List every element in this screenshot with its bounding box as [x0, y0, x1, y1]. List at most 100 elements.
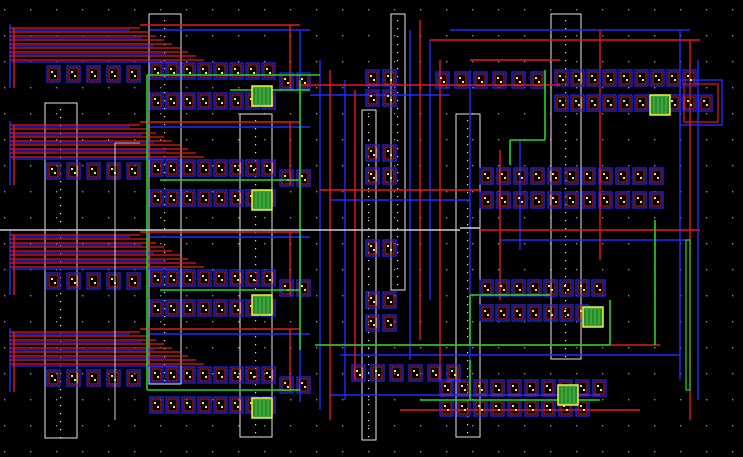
cell-contact — [189, 169, 191, 171]
well-dot — [164, 76, 166, 78]
cell-contact — [538, 201, 540, 203]
grid-dot — [290, 425, 292, 427]
cell-contact — [202, 165, 204, 167]
cell-metal1 — [570, 94, 585, 112]
cell-contact — [173, 169, 175, 171]
cell-contact — [237, 199, 239, 201]
grid-dot — [238, 243, 240, 245]
grid-dot — [628, 425, 630, 427]
grid-dot — [82, 321, 84, 323]
cell-contact — [373, 249, 375, 251]
cell-contact — [74, 172, 76, 174]
well-dot — [565, 36, 567, 38]
cell-metal1 — [213, 269, 228, 287]
cell-poly — [215, 64, 226, 78]
cell-poly — [458, 401, 469, 415]
cell-poly — [367, 91, 378, 105]
grid-dot — [108, 113, 110, 115]
grid-dot — [186, 321, 188, 323]
cell-contact — [657, 177, 659, 179]
well-dot — [397, 268, 399, 270]
well-dot — [397, 116, 399, 118]
grid-dot — [82, 399, 84, 401]
cell-contact — [134, 379, 136, 381]
cell-poly — [367, 293, 378, 307]
well-dot — [397, 52, 399, 54]
well-dot — [255, 184, 257, 186]
cell-contact — [173, 406, 175, 408]
cell-metal1 — [213, 299, 228, 317]
cell-contact — [304, 82, 306, 84]
grid-dot — [732, 9, 734, 11]
cell-contact — [114, 75, 116, 77]
cell-contact — [674, 104, 676, 106]
cell-metal1 — [261, 62, 276, 80]
cell-contact — [250, 275, 252, 277]
grid-dot — [134, 451, 136, 453]
cell-contact — [202, 68, 204, 70]
grid-dot — [498, 425, 500, 427]
cell-contact — [706, 104, 708, 106]
cell-contact — [461, 385, 463, 387]
cell-contact — [464, 389, 466, 391]
cell-poly — [588, 71, 599, 85]
cell-metal1 — [245, 366, 260, 384]
cell-poly — [231, 368, 242, 382]
grid-dot — [56, 321, 58, 323]
grid-dot — [576, 321, 578, 323]
well-dot — [60, 221, 62, 223]
cell-contact — [205, 406, 207, 408]
well-dot — [565, 236, 567, 238]
cell-metal1 — [543, 304, 558, 322]
grid-dot — [472, 321, 474, 323]
grid-dot — [602, 165, 604, 167]
cell-poly — [429, 366, 440, 380]
grid-dot — [524, 217, 526, 219]
cell-poly — [604, 71, 615, 85]
grid-dot — [368, 139, 370, 141]
grid-dot — [108, 269, 110, 271]
cell-contact — [498, 409, 500, 411]
cell-contact — [521, 177, 523, 179]
cell-poly — [475, 73, 486, 87]
cell-contact — [447, 409, 449, 411]
cell-contact — [237, 169, 239, 171]
right-edge-strip — [685, 239, 691, 391]
cell-contact — [580, 405, 582, 407]
cell-poly — [594, 381, 605, 395]
cell-poly — [263, 368, 274, 382]
grid-dot — [238, 165, 240, 167]
grid-dot — [576, 35, 578, 37]
cell-contact — [444, 385, 446, 387]
cell-contact — [186, 402, 188, 404]
cell-metal1 — [649, 191, 664, 209]
grid-dot — [316, 451, 318, 453]
well-dot — [565, 20, 567, 22]
well-dot — [255, 384, 257, 386]
cell-contact — [500, 81, 502, 83]
grid-dot — [420, 61, 422, 63]
cell-contact — [464, 409, 466, 411]
cell-contact — [535, 314, 537, 316]
cell-contact — [157, 406, 159, 408]
well-dot — [60, 141, 62, 143]
grid-dot — [108, 295, 110, 297]
cell-metal1 — [634, 69, 649, 87]
cell-contact — [443, 81, 445, 83]
grid-dot — [368, 399, 370, 401]
cell-metal1 — [181, 92, 196, 110]
grid-dot — [290, 321, 292, 323]
grid-dot — [4, 373, 6, 375]
cell-contact — [538, 81, 540, 83]
cell-contact — [687, 100, 689, 102]
grid-dot — [394, 399, 396, 401]
cell-contact — [562, 79, 564, 81]
cell-contact — [461, 405, 463, 407]
cell-metal1 — [682, 94, 697, 112]
cell-contact — [170, 98, 172, 100]
grid-dot — [706, 243, 708, 245]
grid-dot — [472, 165, 474, 167]
grid-dot — [4, 139, 6, 141]
well-dot — [368, 436, 370, 438]
